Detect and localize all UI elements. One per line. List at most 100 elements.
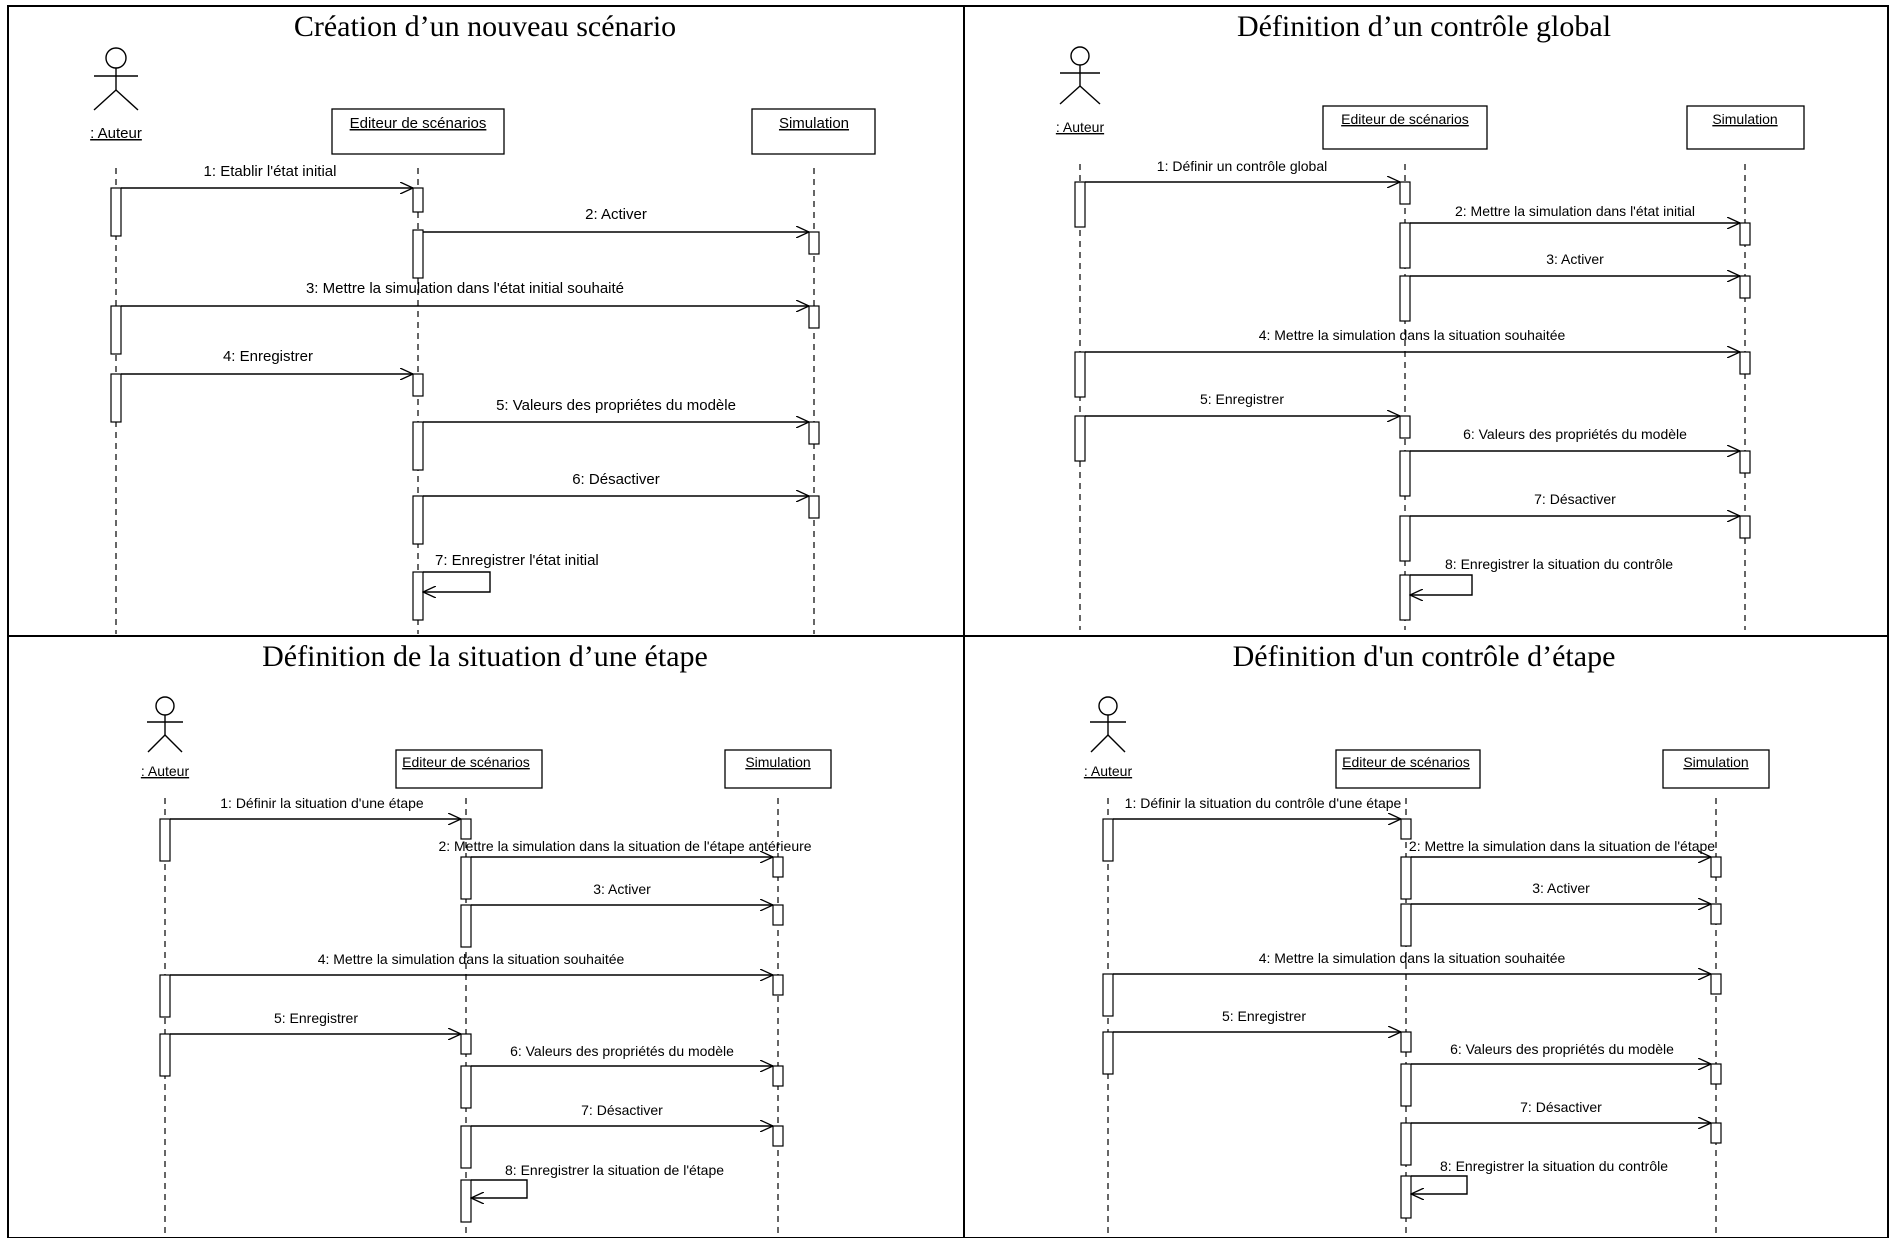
activation-bar: [1400, 818, 1412, 840]
participant-simulation: Simulation: [779, 115, 849, 132]
message-label: 8: Enregistrer la situation du contrôle: [1445, 556, 1673, 572]
message-label: 8: Enregistrer la situation de l'étape: [505, 1162, 724, 1178]
activation-bar: [159, 974, 171, 1018]
panel-title: Définition de la situation d’une étape: [262, 640, 708, 673]
self-message-arrow: [471, 1179, 528, 1198]
activation-bar: [1739, 351, 1751, 375]
activation-bar: [1710, 856, 1722, 878]
activation-bar: [772, 1125, 784, 1147]
panel-title: Création d’un nouveau scénario: [294, 10, 676, 43]
activation-bar: [1399, 515, 1411, 562]
message-label: 4: Mettre la simulation dans la situatio…: [318, 951, 625, 967]
activation-bar: [1102, 973, 1114, 1017]
message-label: 3: Activer: [593, 881, 651, 897]
actor-auteur-icon: [147, 696, 183, 753]
participant-editeur-box: [331, 108, 505, 155]
outer-frame: [7, 5, 1889, 1238]
activation-bar: [1399, 450, 1411, 497]
message-label: 8: Enregistrer la situation du contrôle: [1440, 1158, 1668, 1174]
activation-bar: [1739, 222, 1751, 246]
activation-bar: [412, 373, 424, 397]
message-label: 2: Activer: [585, 206, 647, 223]
panel-title: Définition d'un contrôle d’étape: [1233, 640, 1616, 673]
message-label: 5: Enregistrer: [1200, 391, 1284, 407]
activation-bar: [460, 1125, 472, 1169]
participant-simulation: Simulation: [1712, 111, 1777, 127]
activation-bar: [412, 229, 424, 279]
message-label: 1: Définir la situation d'une étape: [220, 795, 424, 811]
message-label: 6: Valeurs des propriétés du modèle: [510, 1043, 734, 1059]
activation-bar: [772, 856, 784, 878]
activation-bar: [1400, 1175, 1412, 1219]
message-label: 1: Définir un contrôle global: [1157, 158, 1327, 174]
participant-simulation-box: [724, 749, 832, 789]
activation-bar: [1400, 1031, 1412, 1053]
message-label: 6: Valeurs des propriétés du modèle: [1463, 426, 1687, 442]
message-label: 3: Activer: [1532, 880, 1590, 896]
activation-bar: [808, 231, 820, 255]
message-label: 6: Désactiver: [572, 471, 660, 488]
participant-editeur-box: [395, 749, 543, 789]
activation-bar: [460, 904, 472, 948]
activation-bar: [808, 305, 820, 329]
panel-definition-controle-global: Définition d’un contrôle global : Auteur…: [1056, 10, 1805, 630]
activation-bar: [1074, 351, 1086, 398]
activation-bar: [1400, 856, 1412, 900]
participant-auteur: : Auteur: [141, 763, 190, 779]
message-label: 3: Mettre la simulation dans l'état init…: [306, 280, 624, 297]
activation-bar: [159, 1033, 171, 1077]
activation-bar: [412, 571, 424, 621]
activation-bar: [460, 1065, 472, 1109]
message-label: 4: Mettre la simulation dans la situatio…: [1259, 950, 1566, 966]
participant-simulation: Simulation: [745, 754, 810, 770]
participant-auteur: : Auteur: [1056, 119, 1105, 135]
participant-editeur: Editeur de scénarios: [350, 115, 487, 132]
participant-editeur: Editeur de scénarios: [1342, 754, 1470, 770]
panel-creation-nouveau-scenario: Création d’un nouveau scénario : Auteur …: [90, 10, 876, 634]
activation-bar: [1102, 1031, 1114, 1075]
panel-title: Définition d’un contrôle global: [1237, 10, 1611, 43]
message-label: 3: Activer: [1546, 251, 1604, 267]
activation-bar: [1102, 818, 1114, 862]
panel-definition-controle-etape: Définition d'un contrôle d’étape : Auteu…: [1084, 640, 1770, 1236]
activation-bar: [1739, 450, 1751, 474]
activation-bar: [1400, 903, 1412, 947]
activation-bar: [412, 187, 424, 213]
self-message-arrow: [1410, 574, 1473, 595]
activation-bar: [1739, 275, 1751, 299]
activation-bar: [110, 373, 122, 423]
activation-bar: [412, 495, 424, 545]
activation-bar: [1074, 415, 1086, 462]
activation-bar: [1710, 903, 1722, 925]
message-label: 5: Enregistrer: [274, 1010, 358, 1026]
activation-bar: [808, 495, 820, 519]
participant-editeur-box: [1322, 105, 1488, 150]
message-label: 2: Mettre la simulation dans la situatio…: [1409, 838, 1715, 854]
message-label: 7: Enregistrer l'état initial: [435, 552, 599, 569]
activation-bar: [772, 904, 784, 926]
participant-auteur: : Auteur: [1084, 763, 1133, 779]
activation-bar: [460, 1033, 472, 1055]
participant-simulation: Simulation: [1683, 754, 1748, 770]
message-label: 2: Mettre la simulation dans la situatio…: [438, 838, 811, 854]
activation-bar: [1710, 1122, 1722, 1144]
activation-bar: [1399, 275, 1411, 322]
message-label: 4: Mettre la simulation dans la situatio…: [1259, 327, 1566, 343]
participant-editeur-box: [1335, 749, 1481, 789]
self-message-arrow: [1411, 1175, 1468, 1194]
activation-bar: [772, 974, 784, 996]
message-label: 4: Enregistrer: [223, 348, 313, 365]
activation-bar: [110, 187, 122, 237]
message-label: 7: Désactiver: [1534, 491, 1616, 507]
activation-bar: [1739, 515, 1751, 539]
message-label: 5: Enregistrer: [1222, 1008, 1306, 1024]
message-label: 7: Désactiver: [1520, 1099, 1602, 1115]
participant-simulation-box: [751, 108, 876, 155]
message-label: 1: Définir la situation du contrôle d'un…: [1125, 795, 1402, 811]
activation-bar: [1399, 222, 1411, 269]
activation-bar: [1399, 574, 1411, 621]
participant-simulation-box: [1662, 749, 1770, 789]
message-label: 6: Valeurs des propriétés du modèle: [1450, 1041, 1674, 1057]
activation-bar: [1710, 973, 1722, 995]
